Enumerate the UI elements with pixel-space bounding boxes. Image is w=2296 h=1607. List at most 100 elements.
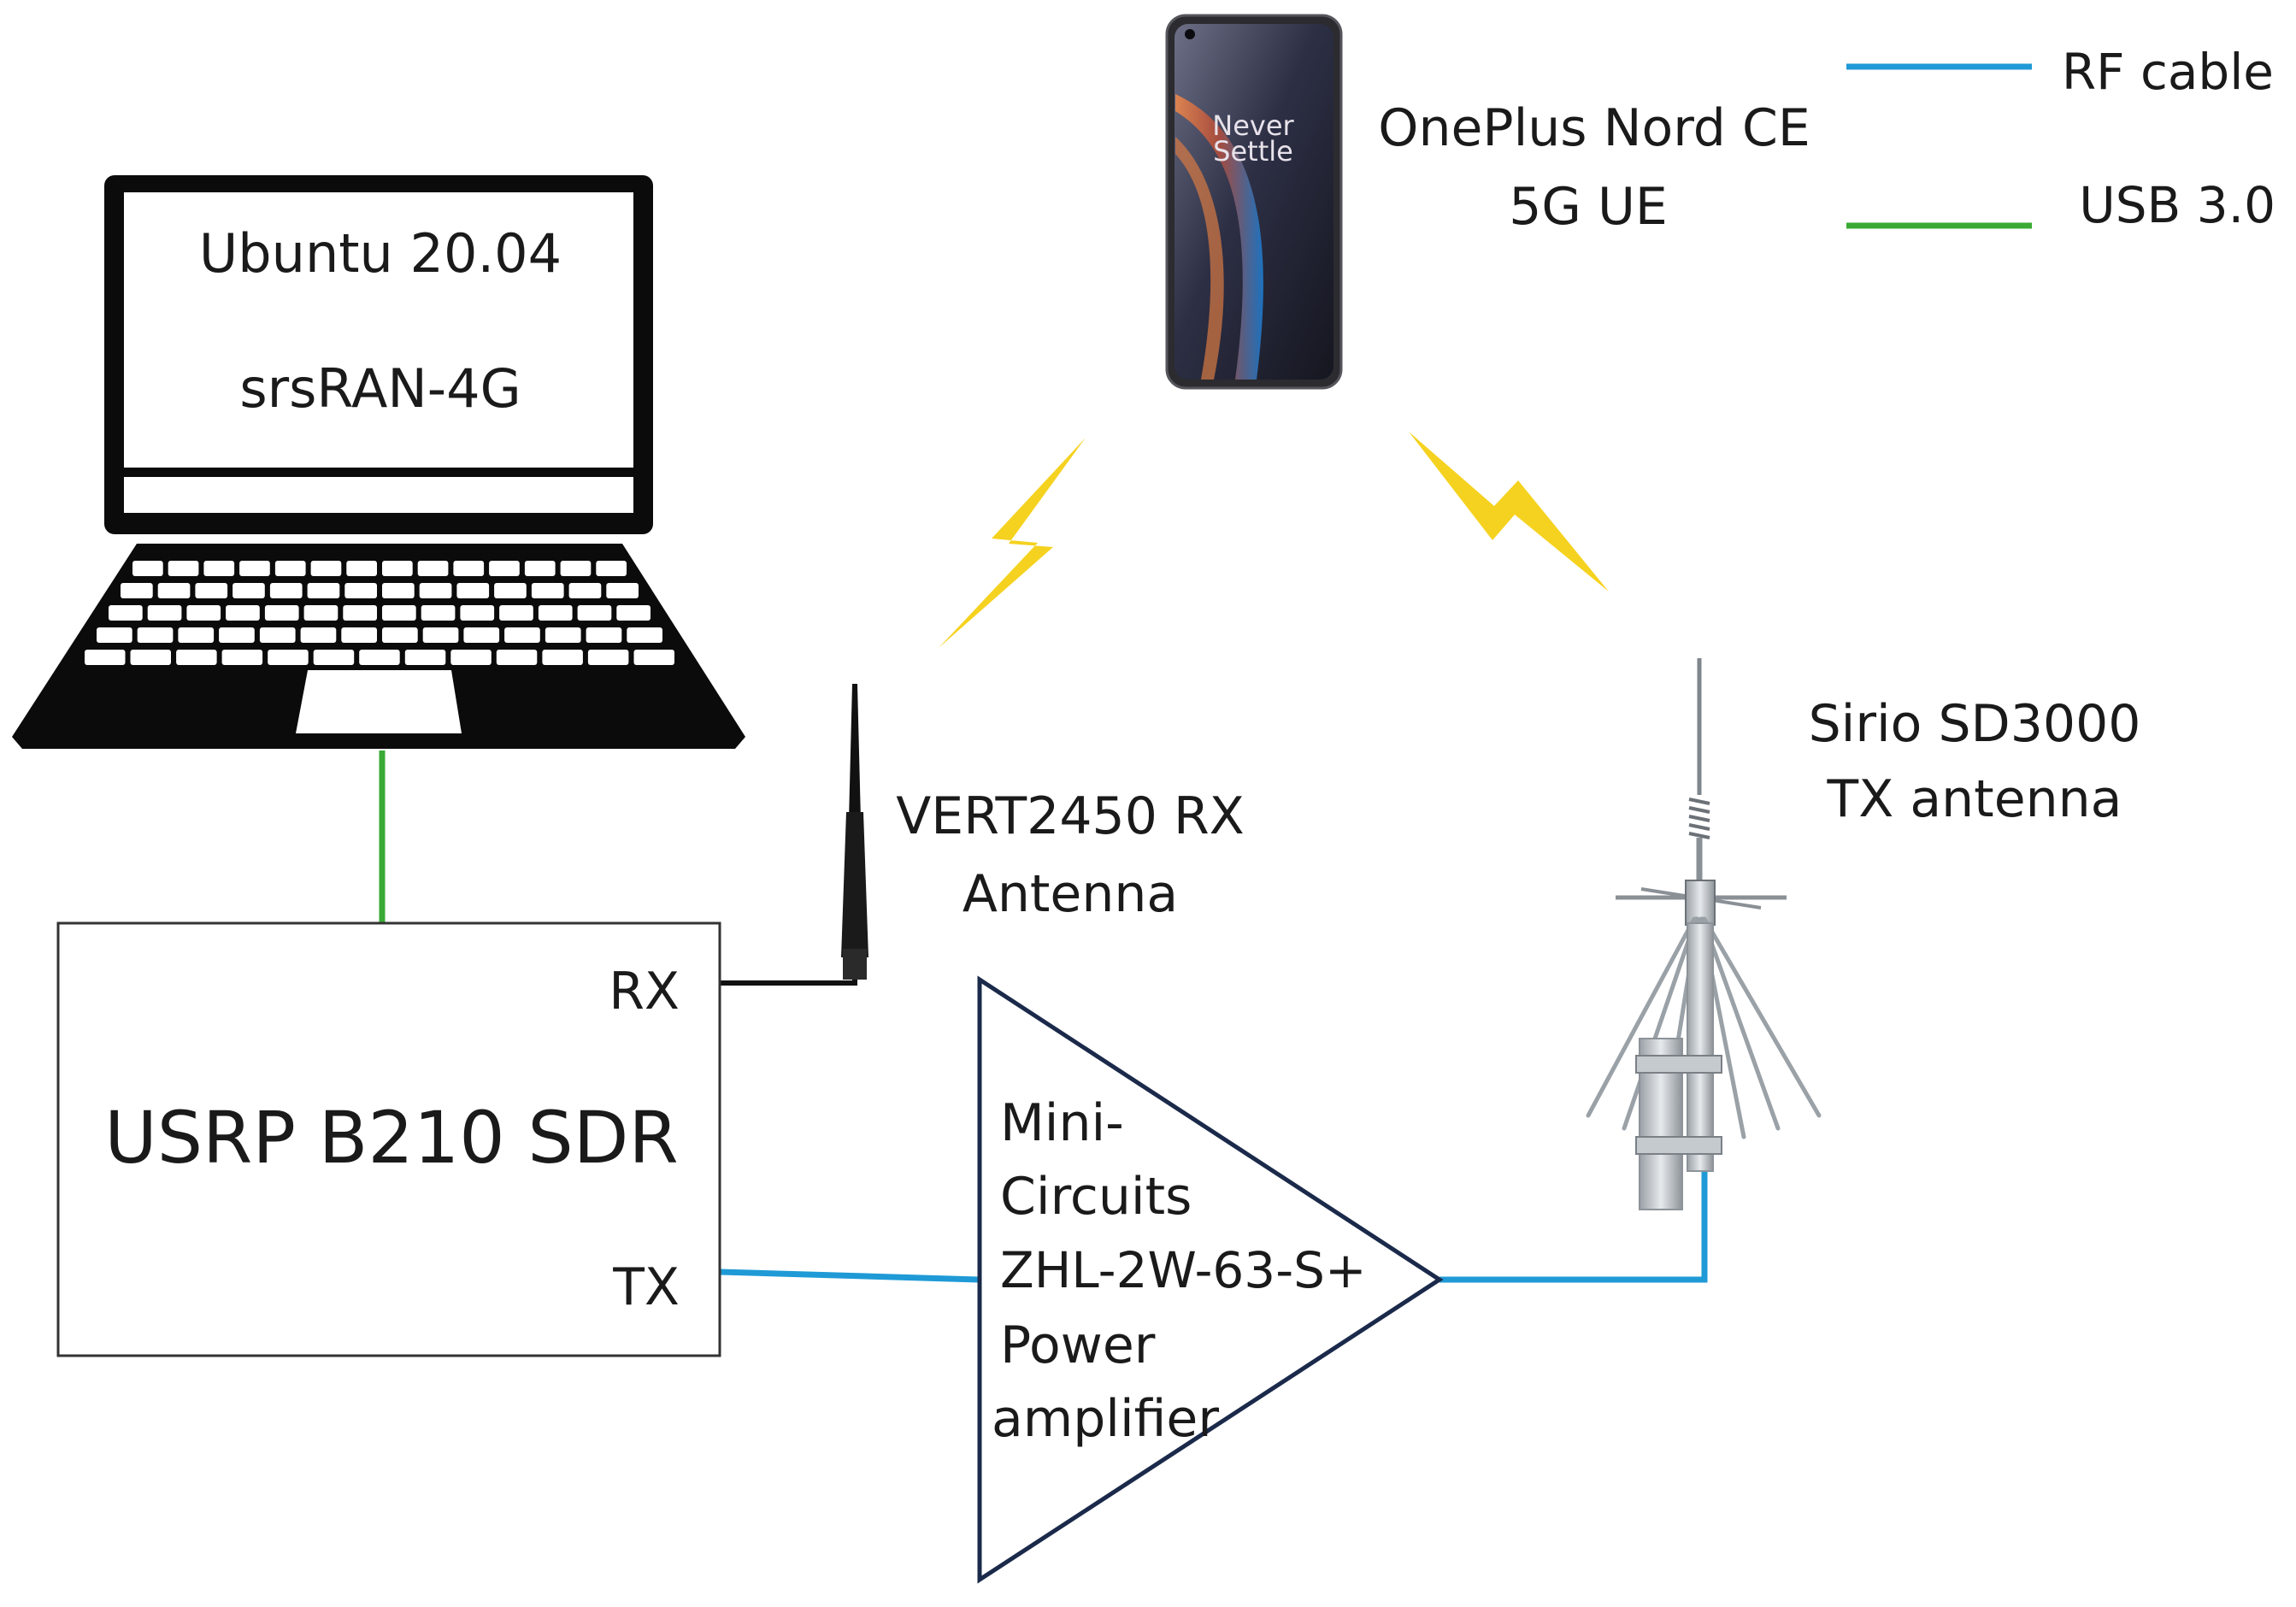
rx-antenna-body [841, 812, 868, 957]
keyboard-key [132, 561, 163, 576]
laptop-os-label: Ubuntu 20.04 [199, 222, 562, 285]
keyboard-key [359, 650, 400, 665]
wireless-link-bolt-left [939, 438, 1086, 648]
sdr-name-label: USRP B210 SDR [104, 1096, 679, 1180]
rf-cable-amp-to-antenna [1439, 1171, 1708, 1283]
keyboard-key [226, 605, 260, 621]
tx-antenna-clamp [1635, 1136, 1722, 1155]
keyboard-key [587, 650, 629, 665]
keyboard-key [97, 627, 132, 643]
tx-antenna: Sirio SD3000 TX antenna [1586, 658, 2141, 1210]
laptop-software-label: srsRAN-4G [239, 357, 521, 420]
keyboard-key [456, 583, 490, 598]
keyboard-key [85, 650, 126, 665]
laptop-keyboard [85, 561, 674, 665]
keyboard-key [422, 627, 459, 643]
keyboard-key [633, 650, 674, 665]
keyboard-key [453, 561, 485, 576]
legend-usb-label: USB 3.0 [2079, 176, 2275, 234]
keyboard-key [268, 650, 309, 665]
amplifier-triangle [977, 975, 1444, 1584]
phone-label-line1: OnePlus Nord CE [1378, 98, 1810, 158]
keyboard-key [346, 561, 377, 576]
keyboard-key [344, 583, 377, 598]
rx-antenna-cable [720, 976, 857, 986]
keyboard-key [606, 583, 639, 598]
keyboard-key [274, 561, 306, 576]
tx-antenna-clamp [1635, 1055, 1722, 1074]
power-amplifier: Mini- Circuits ZHL-2W-63-S+ Power amplif… [977, 975, 1444, 1584]
phone-camera [1185, 29, 1195, 39]
keyboard-key [264, 605, 299, 621]
laptop-trackpad [296, 670, 462, 733]
keyboard-key [313, 650, 355, 665]
phone-screen-text-line2: Settle [1213, 135, 1293, 168]
keyboard-key [531, 583, 564, 598]
keyboard-key [219, 627, 255, 643]
amplifier-label-line1: Mini- [1000, 1093, 1124, 1153]
phone: Never Settle OnePlus Nord CE 5G UE [1165, 14, 1810, 390]
keyboard-key [233, 583, 265, 598]
legend-rf-cable-label: RF cable [2062, 43, 2274, 101]
rx-antenna: VERT2450 RX Antenna [841, 684, 1245, 980]
keyboard-key [586, 627, 622, 643]
keyboard-key [417, 561, 449, 576]
wireless-link-bolt-right [1409, 432, 1609, 592]
keyboard-key [168, 561, 199, 576]
tx-antenna-support [1687, 922, 1714, 1172]
sdr-box-outline [56, 921, 721, 1357]
rx-antenna-base [843, 949, 867, 980]
keyboard-key [303, 605, 339, 621]
keyboard-key [627, 627, 662, 643]
keyboard-key [382, 605, 416, 621]
keyboard-key [176, 650, 217, 665]
rx-antenna-label-line2: Antenna [963, 864, 1178, 924]
keyboard-key [310, 561, 342, 576]
keyboard-key [269, 583, 303, 598]
laptop-screen [124, 192, 633, 468]
keyboard-key [494, 583, 527, 598]
amplifier-label-line5: amplifier [992, 1389, 1219, 1449]
keyboard-key [137, 627, 174, 643]
keyboard-key [382, 583, 415, 598]
keyboard-key [419, 583, 452, 598]
keyboard-key [300, 627, 337, 643]
keyboard-key [568, 583, 602, 598]
keyboard-key [382, 627, 418, 643]
keyboard-key [496, 650, 538, 665]
sdr-tx-port-label: TX [612, 1257, 680, 1317]
keyboard-key [504, 627, 540, 643]
tx-antenna-coil [1688, 798, 1710, 839]
keyboard-key [186, 605, 221, 621]
keyboard-key [499, 605, 533, 621]
laptop: Ubuntu 20.04 srsRAN-4G [12, 175, 745, 749]
sdr-rx-port-label: RX [609, 962, 680, 1021]
keyboard-key [616, 605, 651, 621]
keyboard-key [147, 605, 182, 621]
rx-antenna-label-line1: VERT2450 RX [896, 786, 1245, 846]
amplifier-label-line4: Power [1000, 1316, 1156, 1375]
keyboard-key [307, 583, 340, 598]
rf-cable-sdr-to-amp [719, 1269, 980, 1283]
legend: RF cable USB 3.0 [1846, 43, 2275, 234]
keyboard-key [421, 605, 456, 621]
keyboard-key [259, 627, 296, 643]
keyboard-key [404, 650, 446, 665]
keyboard-key [203, 561, 235, 576]
keyboard-key [542, 650, 583, 665]
keyboard-key [221, 650, 263, 665]
keyboard-key [545, 627, 581, 643]
keyboard-key [157, 583, 191, 598]
laptop-screen-bar [124, 477, 633, 513]
keyboard-key [195, 583, 228, 598]
keyboard-key [596, 561, 627, 576]
keyboard-key [343, 605, 377, 621]
keyboard-key [130, 650, 171, 665]
keyboard-key [524, 561, 556, 576]
keyboard-key [460, 605, 495, 621]
tx-antenna-label-line1: Sirio SD3000 [1809, 694, 2141, 754]
keyboard-key [450, 650, 492, 665]
phone-wallpaper-swirl [1175, 137, 1224, 380]
keyboard-key [560, 561, 592, 576]
